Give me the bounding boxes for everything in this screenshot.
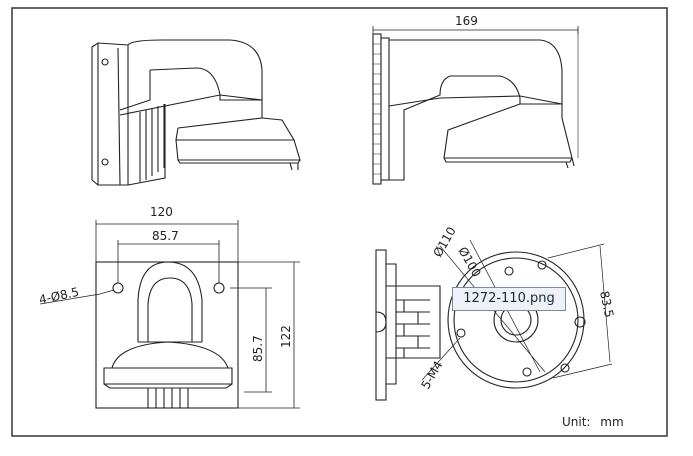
drawing-frame xyxy=(11,7,668,437)
dim-dia-110: Ø110 xyxy=(430,224,458,259)
view-front xyxy=(39,220,300,409)
view-perspective xyxy=(91,39,301,186)
unit-label: Unit: mm xyxy=(562,415,624,429)
dim-thread: 5-M4 xyxy=(418,359,445,392)
dim-holes: 4-Ø8.5 xyxy=(38,285,81,307)
filename-tooltip: 1272-110.png xyxy=(452,287,566,311)
dim-front-width: 120 xyxy=(150,205,173,219)
view-bottom xyxy=(375,239,613,401)
view-side xyxy=(372,26,579,185)
dim-hole-spacing-v: 85.7 xyxy=(251,335,265,362)
dim-total-height: 122 xyxy=(279,325,293,348)
dim-side-width: 169 xyxy=(455,14,478,28)
dim-83-5: 83.5 xyxy=(597,290,616,319)
dim-hole-spacing-h: 85.7 xyxy=(152,229,179,243)
